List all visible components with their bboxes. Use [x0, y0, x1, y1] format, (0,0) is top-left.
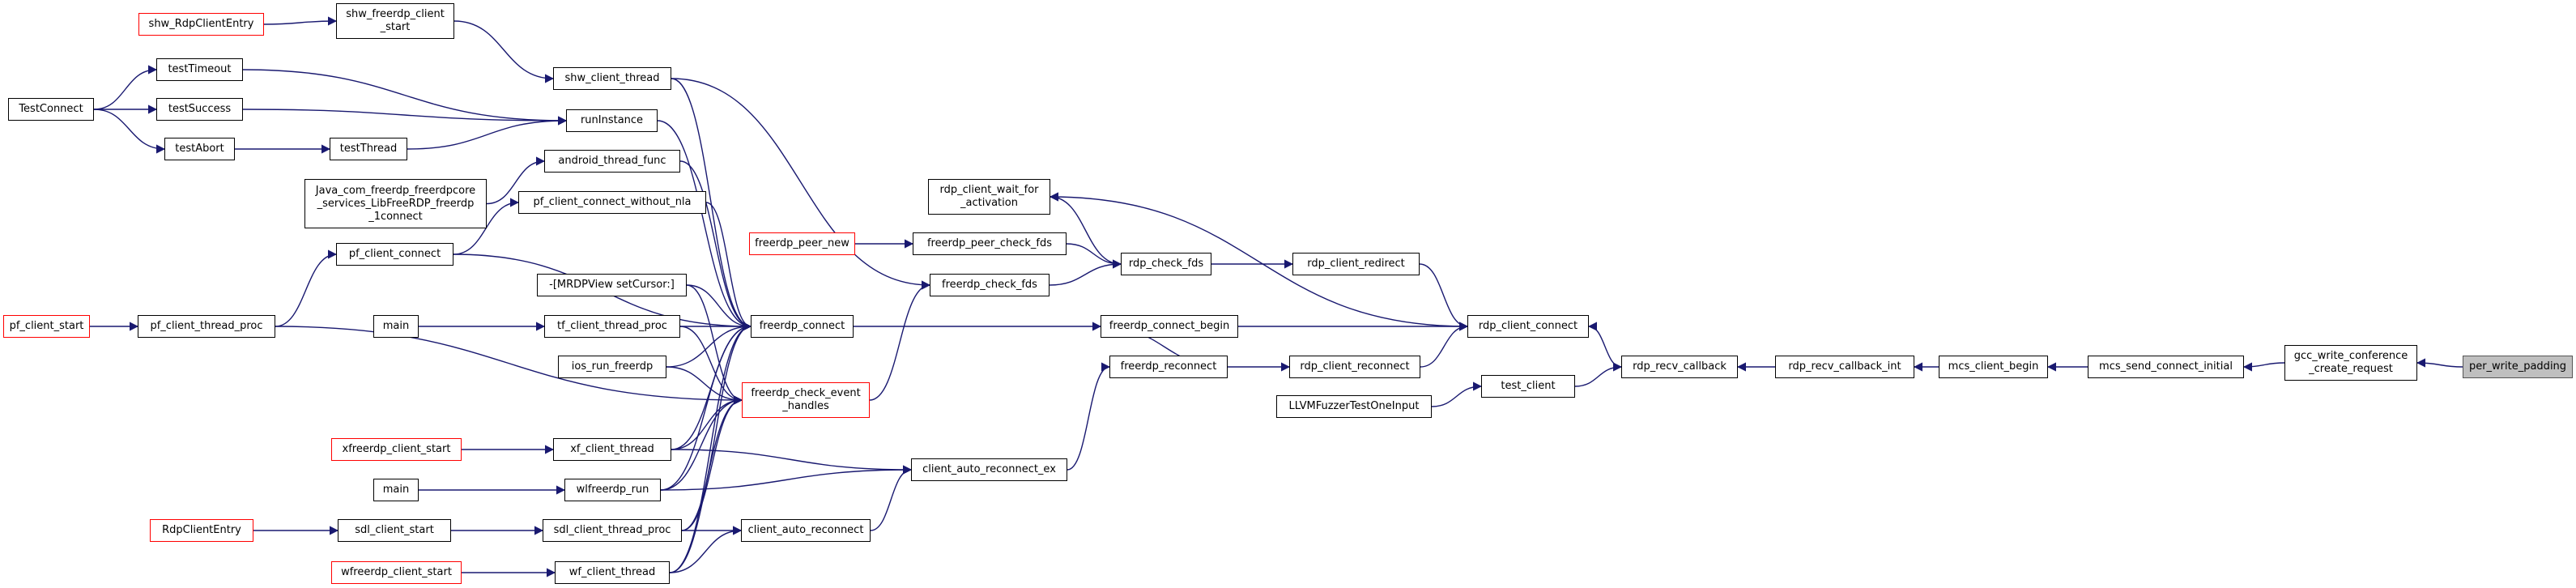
edge-sdl-client-thread-proc-to-freerdp-connect: [681, 322, 752, 531]
edge-wlfreerdp-run-to-client-auto-reconnect-ex: [660, 465, 913, 491]
node-test-client[interactable]: test_client: [1481, 375, 1575, 398]
node-rdpcliententry[interactable]: RdpClientEntry: [150, 519, 253, 542]
edge-testconnect-to-testabort: [93, 109, 166, 154]
node-sdl-client-thread-proc[interactable]: sdl_client_thread_proc: [543, 519, 682, 542]
node-testthread[interactable]: testThread: [330, 138, 407, 160]
node-freerdp-check-fds[interactable]: freerdp_check_fds: [930, 274, 1050, 296]
node-testabort[interactable]: testAbort: [164, 138, 235, 160]
edge-mrdpview-setcursor-to-freerdp-check-event-handles: [686, 284, 743, 405]
edge-pf-client-connect-without-nla-to-freerdp-connect: [705, 202, 752, 331]
edge-llvmfuzzertestoneinput-to-test-client: [1431, 381, 1483, 407]
edge-wf-client-thread-to-freerdp-connect: [669, 322, 752, 573]
edge-wlfreerdp-run-to-freerdp-check-event-handles: [660, 395, 743, 491]
node-shw-rdpcliententry[interactable]: shw_RdpClientEntry: [138, 13, 264, 36]
node-pf-client-start[interactable]: pf_client_start: [3, 315, 90, 338]
node-freerdp-connect-begin[interactable]: freerdp_connect_begin: [1101, 315, 1238, 338]
edge-testsuccess-to-runinstance: [242, 109, 568, 126]
node-sdl-client-start[interactable]: sdl_client_start: [338, 519, 451, 542]
node-pf-client-thread-proc[interactable]: pf_client_thread_proc: [138, 315, 275, 338]
node-rdp-recv-callback[interactable]: rdp_recv_callback: [1621, 356, 1738, 378]
node-rdp-client-redirect[interactable]: rdp_client_redirect: [1292, 253, 1420, 275]
node-tf-client-thread-proc[interactable]: tf_client_thread_proc: [544, 315, 680, 338]
node-llvmfuzzertestoneinput[interactable]: LLVMFuzzerTestOneInput: [1276, 395, 1432, 418]
edge-android-thread-func-to-freerdp-connect: [679, 160, 752, 331]
node-wfreerdp-client-start[interactable]: wfreerdp_client_start: [331, 561, 462, 584]
edge-ios-run-freerdp-to-freerdp-connect: [666, 322, 752, 368]
edge-freerdp-check-event-handles-to-freerdp-check-fds: [869, 280, 931, 401]
edge-shw-client-thread-to-freerdp-check-fds: [671, 78, 931, 290]
node-java-connect[interactable]: Java_com_freerdp_freerdpcore _services_L…: [304, 179, 487, 228]
node-rdp-client-reconnect[interactable]: rdp_client_reconnect: [1289, 356, 1420, 378]
node-freerdp-check-event-handles[interactable]: freerdp_check_event _handles: [742, 382, 870, 418]
edge-rdp-client-redirect-to-rdp-client-connect: [1419, 263, 1469, 331]
edge-rdp-recv-callback-to-rdp-client-connect: [1587, 322, 1622, 368]
node-mcs-client-begin[interactable]: mcs_client_begin: [1939, 356, 2048, 378]
edge-client-auto-reconnect-to-client-auto-reconnect-ex: [870, 465, 913, 531]
edge-shw-rdpcliententry-to-shw-freerdp-client-start: [263, 16, 338, 26]
node-mcs-send-connect-initial[interactable]: mcs_send_connect_initial: [2088, 356, 2244, 378]
edge-shw-client-thread-to-freerdp-connect: [671, 78, 752, 331]
node-rdp-recv-callback-int[interactable]: rdp_recv_callback_int: [1775, 356, 1914, 378]
node-client-auto-reconnect[interactable]: client_auto_reconnect: [741, 519, 871, 542]
node-wf-client-thread[interactable]: wf_client_thread: [555, 561, 670, 584]
edge-rdp-client-reconnect-to-rdp-client-connect: [1420, 322, 1469, 368]
edge-rdp-client-connect-to-rdp-client-wait-for-activation: [1049, 192, 1468, 327]
node-xfreerdp-client-start[interactable]: xfreerdp_client_start: [331, 438, 462, 461]
node-freerdp-reconnect[interactable]: freerdp_reconnect: [1109, 356, 1228, 378]
node-wlfreerdp-run[interactable]: wlfreerdp_run: [564, 479, 661, 501]
edge-client-auto-reconnect-ex-to-freerdp-reconnect: [1067, 362, 1111, 471]
node-xf-client-thread[interactable]: xf_client_thread: [553, 438, 671, 461]
edge-per-write-padding-to-gcc-write-conference-create-request: [2416, 358, 2463, 368]
node-main2[interactable]: main: [373, 479, 419, 501]
node-main1[interactable]: main: [373, 315, 419, 338]
edge-ios-run-freerdp-to-freerdp-check-event-handles: [666, 366, 743, 405]
edge-runinstance-to-freerdp-connect: [657, 120, 752, 331]
node-testtimeout[interactable]: testTimeout: [156, 58, 243, 81]
edge-testthread-to-runinstance: [407, 116, 568, 150]
edge-testconnect-to-testtimeout: [93, 65, 158, 110]
edge-wf-client-thread-to-client-auto-reconnect: [669, 526, 743, 573]
node-shw-freerdp-client-start[interactable]: shw_freerdp_client _start: [336, 3, 454, 39]
edge-mrdpview-setcursor-to-freerdp-connect: [686, 284, 752, 331]
node-freerdp-connect[interactable]: freerdp_connect: [751, 315, 854, 338]
edge-gcc-write-conference-create-request-to-mcs-send-connect-initial: [2242, 362, 2285, 372]
node-per-write-padding: per_write_padding: [2463, 356, 2573, 378]
node-ios-run-freerdp[interactable]: ios_run_freerdp: [558, 356, 666, 378]
edge-test-client-to-rdp-recv-callback: [1574, 362, 1623, 387]
edge-xf-client-thread-to-client-auto-reconnect-ex: [671, 449, 913, 475]
node-shw-client-thread[interactable]: shw_client_thread: [553, 67, 671, 90]
edge-tf-client-thread-proc-to-freerdp-check-event-handles: [679, 326, 743, 405]
node-pf-client-connect[interactable]: pf_client_connect: [336, 243, 453, 266]
edge-shw-freerdp-client-start-to-shw-client-thread: [453, 20, 555, 83]
node-rdp-client-connect[interactable]: rdp_client_connect: [1467, 315, 1589, 338]
edge-freerdp-peer-check-fds-to-rdp-check-fds: [1066, 243, 1122, 269]
edge-pf-client-thread-proc-to-freerdp-check-event-handles: [275, 326, 743, 405]
node-gcc-write-conference-create-request[interactable]: gcc_write_conference _create_request: [2284, 345, 2417, 381]
node-freerdp-peer-check-fds[interactable]: freerdp_peer_check_fds: [913, 232, 1067, 255]
edge-testtimeout-to-runinstance: [242, 69, 568, 126]
node-mrdpview-setcursor[interactable]: -[MRDPView setCursor:]: [537, 274, 687, 296]
node-rdp-client-wait-for-activation[interactable]: rdp_client_wait_for _activation: [928, 179, 1050, 215]
edge-pf-client-thread-proc-to-pf-client-connect: [275, 249, 338, 327]
edge-rdp-check-fds-to-rdp-client-wait-for-activation: [1049, 192, 1122, 265]
edge-wlfreerdp-run-to-freerdp-connect: [660, 322, 752, 491]
node-pf-client-connect-without-nla[interactable]: pf_client_connect_without_nla: [518, 191, 706, 214]
node-freerdp-peer-new[interactable]: freerdp_peer_new: [749, 232, 855, 255]
edge-pf-client-connect-to-pf-client-connect-without-nla: [453, 198, 520, 255]
edge-java-connect-to-android-thread-func: [486, 156, 546, 205]
edge-freerdp-check-fds-to-rdp-check-fds: [1049, 259, 1122, 286]
edge-wf-client-thread-to-freerdp-check-event-handles: [669, 395, 743, 573]
node-rdp-check-fds[interactable]: rdp_check_fds: [1121, 253, 1211, 275]
node-testconnect[interactable]: TestConnect: [8, 98, 94, 121]
node-testsuccess[interactable]: testSuccess: [156, 98, 243, 121]
node-runinstance[interactable]: runInstance: [566, 109, 658, 132]
node-android-thread-func[interactable]: android_thread_func: [544, 150, 680, 173]
node-client-auto-reconnect-ex[interactable]: client_auto_reconnect_ex: [911, 458, 1067, 481]
